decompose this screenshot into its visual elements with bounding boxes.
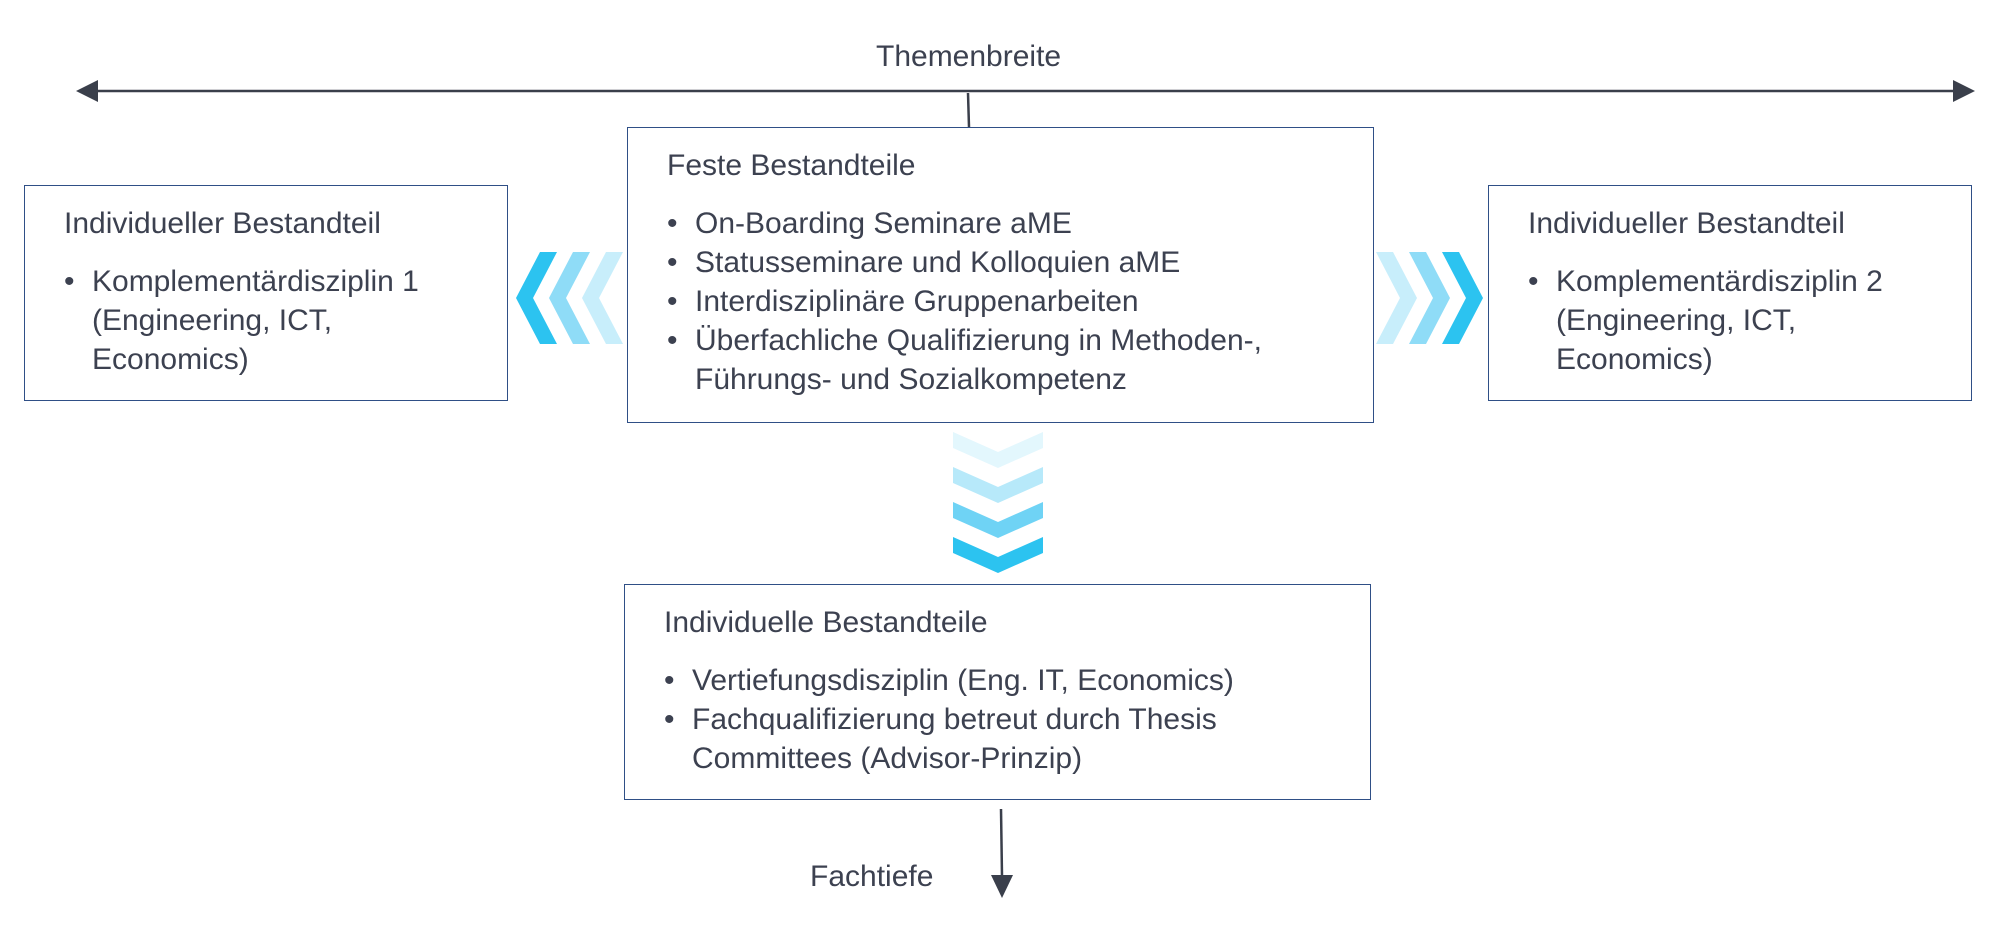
chevron-down-3 <box>953 502 1043 538</box>
chevrons-left-icon <box>516 252 623 344</box>
list-item-text: Komplementärdisziplin 2 (Engineering, IC… <box>1556 265 1883 376</box>
bullet-list: • Komplementärdisziplin 1 (Engineering, I… <box>64 262 484 379</box>
box-title: Individuelle Bestandteile <box>664 606 988 639</box>
list-item: • Überfachliche Qualifizierung in Methode… <box>667 321 1357 399</box>
bullet-list: • On-Boarding Seminare aME • Statusseminar… <box>667 204 1357 399</box>
list-item: • On-Boarding Seminare aME <box>667 204 1357 243</box>
bullet-icon: • <box>667 246 678 279</box>
list-item: • Statusseminare und Kolloquien aME <box>667 243 1357 282</box>
fixed-components-box: Feste Bestandteile • On-Boarding Seminare… <box>627 127 1374 423</box>
list-item-text: Fachqualifizierung betreut durch Thesis … <box>692 703 1217 775</box>
chevron-left-light <box>582 252 623 344</box>
list-item-text: Statusseminare und Kolloquien aME <box>695 246 1181 279</box>
chevron-left-mid <box>549 252 590 344</box>
fachtiefe-axis-line <box>999 808 1004 877</box>
individual-component-right-box: Individueller Bestandteil • Komplementärd… <box>1488 185 1972 401</box>
list-item-text: Komplementärdisziplin 1 (Engineering, IC… <box>92 265 419 376</box>
list-item: • Interdisziplinäre Gruppenarbeiten <box>667 282 1357 321</box>
list-item-text: Interdisziplinäre Gruppenarbeiten <box>695 285 1139 318</box>
list-item-text: Überfachliche Qualifizierung in Methoden… <box>695 324 1262 396</box>
list-item: • Komplementärdisziplin 1 (Engineering, I… <box>64 262 484 379</box>
chevron-right-light <box>1376 252 1417 344</box>
bullet-icon: • <box>664 703 675 736</box>
list-item-text: Vertiefungsdisziplin (Eng. IT, Economics… <box>692 664 1234 697</box>
box-title: Feste Bestandteile <box>667 149 916 182</box>
box-title: Individueller Bestandteil <box>64 207 381 240</box>
bullet-icon: • <box>64 265 75 298</box>
chevron-down-1 <box>953 432 1043 468</box>
axis-arrowhead-down-icon <box>991 875 1013 898</box>
axis-connector-line <box>966 92 971 128</box>
bullet-icon: • <box>667 324 678 357</box>
chevron-left-dark <box>516 252 557 344</box>
bullet-icon: • <box>667 207 678 240</box>
individual-components-bottom-box: Individuelle Bestandteile • Vertiefungsdi… <box>624 584 1371 800</box>
bullet-list: • Komplementärdisziplin 2 (Engineering, I… <box>1528 262 1948 379</box>
fachtiefe-label: Fachtiefe <box>810 860 934 893</box>
chevron-right-dark <box>1442 252 1483 344</box>
box-title: Individueller Bestandteil <box>1528 207 1845 240</box>
chevron-down-4 <box>953 537 1043 573</box>
bullet-icon: • <box>664 664 675 697</box>
bullet-icon: • <box>667 285 678 318</box>
chevron-down-2 <box>953 467 1043 503</box>
list-item: • Fachqualifizierung betreut durch Thesis… <box>664 700 1354 778</box>
chevrons-right-icon <box>1376 252 1483 344</box>
individual-component-left-box: Individueller Bestandteil • Komplementärd… <box>24 185 508 401</box>
chevron-right-mid <box>1409 252 1450 344</box>
list-item-text: On-Boarding Seminare aME <box>695 207 1072 240</box>
bullet-icon: • <box>1528 265 1539 298</box>
bullet-list: • Vertiefungsdisziplin (Eng. IT, Economic… <box>664 661 1354 778</box>
list-item: • Komplementärdisziplin 2 (Engineering, I… <box>1528 262 1948 379</box>
themenbreite-label: Themenbreite <box>876 40 1062 73</box>
list-item: • Vertiefungsdisziplin (Eng. IT, Economic… <box>664 661 1354 700</box>
axis-arrowhead-right-icon <box>1953 80 1975 102</box>
axis-arrowhead-left-icon <box>76 80 98 102</box>
chevrons-down-icon <box>953 432 1043 573</box>
